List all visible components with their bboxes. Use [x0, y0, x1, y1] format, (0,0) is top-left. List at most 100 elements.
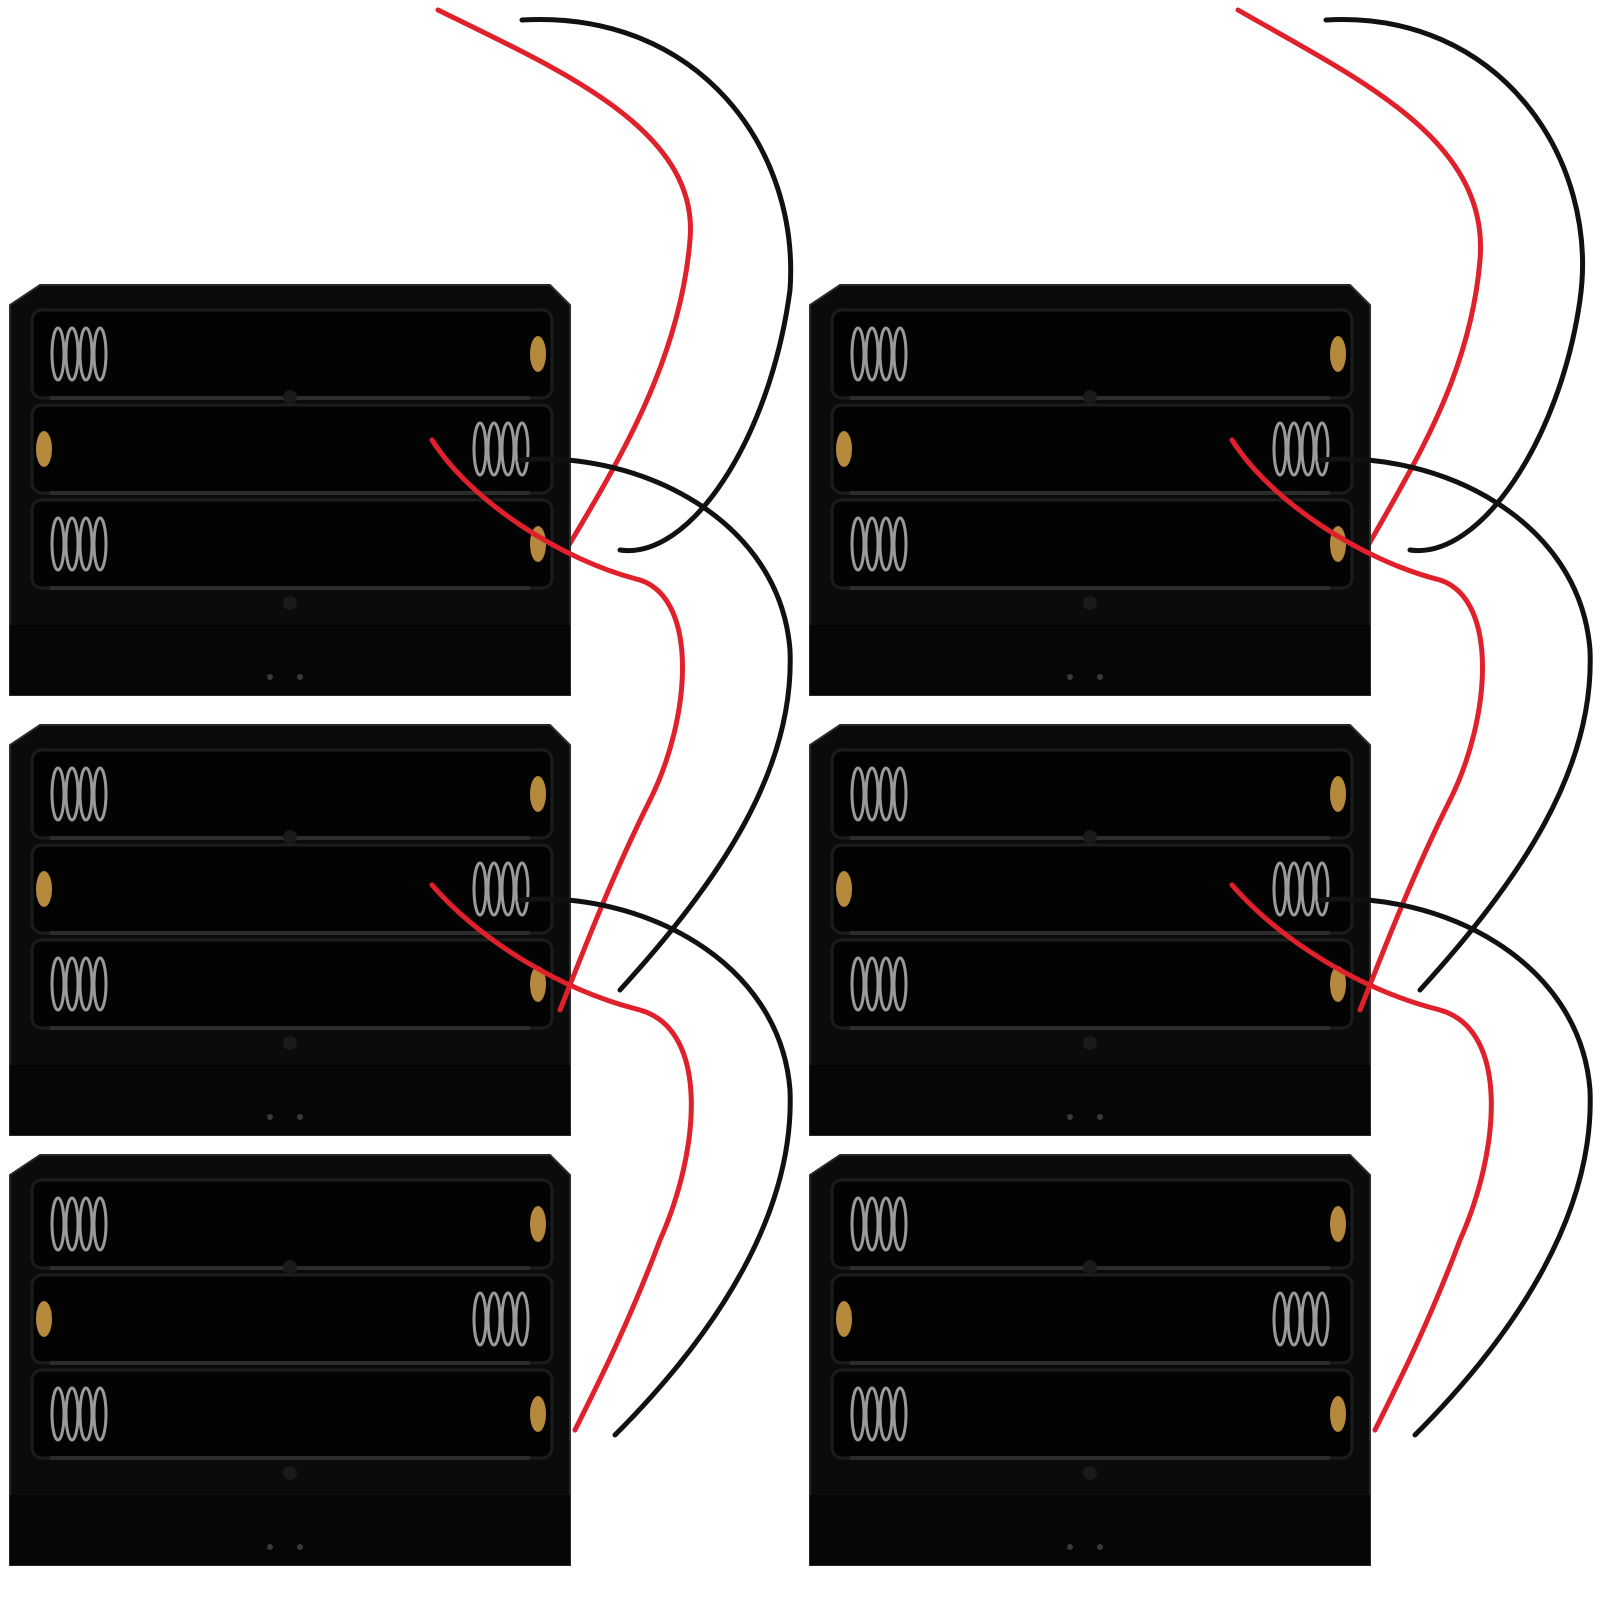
spring-coil	[78, 956, 94, 1012]
spring-coil	[850, 766, 866, 822]
contact-terminal	[1330, 336, 1346, 372]
contact-terminal	[530, 336, 546, 372]
spring-coil	[92, 1196, 108, 1252]
bottom-notch	[267, 1114, 273, 1120]
battery-holder	[9, 284, 571, 696]
black-wire	[1317, 896, 1593, 1438]
red-wire	[435, 7, 693, 563]
spring-coil	[878, 1386, 894, 1442]
spring-coil	[878, 516, 894, 572]
spring-coil	[1300, 861, 1316, 917]
spring-coil	[78, 326, 94, 382]
battery-holder	[809, 724, 1371, 1136]
spring-coil	[878, 766, 894, 822]
cell-bay	[830, 1178, 1354, 1270]
holder-front-face	[810, 625, 1370, 695]
spring-coil	[486, 1291, 502, 1347]
holder-front-face	[10, 1495, 570, 1565]
spring-coil	[92, 956, 108, 1012]
cell-bay	[30, 308, 554, 400]
spring-coil	[864, 956, 880, 1012]
wires-front	[429, 437, 1593, 1438]
holder-front-face	[10, 1065, 570, 1135]
spring-coil	[892, 956, 908, 1012]
battery-holder	[809, 1154, 1371, 1566]
spring-coil	[64, 956, 80, 1012]
mounting-hole	[283, 390, 297, 404]
holder-front-face	[810, 1065, 1370, 1135]
spring-coil	[850, 516, 866, 572]
bottom-notch	[1097, 1544, 1103, 1550]
contact-terminal	[1330, 1396, 1346, 1432]
bottom-notch	[1067, 1544, 1073, 1550]
contact-terminal	[836, 871, 852, 907]
spring-coil	[878, 1196, 894, 1252]
spring-coil	[1286, 421, 1302, 477]
spring-coil	[78, 1196, 94, 1252]
spring-coil	[514, 1291, 530, 1347]
spring-coil	[878, 956, 894, 1012]
spring-coil	[892, 766, 908, 822]
spring-coil	[50, 516, 66, 572]
spring-coil	[92, 766, 108, 822]
holders-group	[9, 284, 1371, 1566]
mounting-hole	[1083, 1036, 1097, 1050]
spring-coil	[64, 326, 80, 382]
spring-coil	[500, 1291, 516, 1347]
spring-coil	[486, 421, 502, 477]
spring-coil	[850, 956, 866, 1012]
mounting-hole	[1083, 1260, 1097, 1274]
cell-bay	[830, 308, 1354, 400]
spring-coil	[1286, 1291, 1302, 1347]
spring-coil	[514, 421, 530, 477]
contact-terminal	[36, 1301, 52, 1337]
bottom-notch	[297, 1114, 303, 1120]
spring-coil	[1272, 1291, 1288, 1347]
spring-coil	[892, 1196, 908, 1252]
spring-coil	[892, 326, 908, 382]
red-wire	[429, 882, 694, 1433]
spring-coil	[850, 1196, 866, 1252]
mounting-hole	[1083, 390, 1097, 404]
contact-terminal	[36, 431, 52, 467]
spring-coil	[472, 1291, 488, 1347]
spring-coil	[50, 1386, 66, 1442]
spring-coil	[78, 1386, 94, 1442]
cell-bay	[30, 748, 554, 840]
black-wire	[519, 17, 794, 554]
holder-front-face	[810, 1495, 1370, 1565]
cell-bay	[830, 748, 1354, 840]
spring-coil	[864, 326, 880, 382]
spring-coil	[472, 861, 488, 917]
spring-coil	[1314, 1291, 1330, 1347]
bottom-notch	[1067, 1114, 1073, 1120]
contact-terminal	[530, 966, 546, 1002]
black-wire	[1317, 456, 1593, 993]
bottom-notch	[1097, 674, 1103, 680]
bottom-notch	[267, 674, 273, 680]
battery-holder	[809, 284, 1371, 696]
contact-terminal	[1330, 776, 1346, 812]
contact-terminal	[836, 431, 852, 467]
spring-coil	[486, 861, 502, 917]
contact-terminal	[836, 1301, 852, 1337]
red-wire	[1229, 437, 1485, 1013]
mounting-hole	[283, 596, 297, 610]
cell-bay	[30, 938, 554, 1030]
contact-terminal	[530, 776, 546, 812]
red-wire	[1229, 882, 1494, 1433]
spring-coil	[850, 1386, 866, 1442]
contact-terminal	[1330, 1206, 1346, 1242]
spring-coil	[514, 861, 530, 917]
spring-coil	[64, 1386, 80, 1442]
spring-coil	[892, 516, 908, 572]
battery-holder	[9, 724, 571, 1136]
contact-terminal	[530, 1396, 546, 1432]
spring-coil	[50, 326, 66, 382]
spring-coil	[1286, 861, 1302, 917]
mounting-hole	[283, 830, 297, 844]
mounting-hole	[283, 1466, 297, 1480]
contact-terminal	[36, 871, 52, 907]
bottom-notch	[297, 1544, 303, 1550]
